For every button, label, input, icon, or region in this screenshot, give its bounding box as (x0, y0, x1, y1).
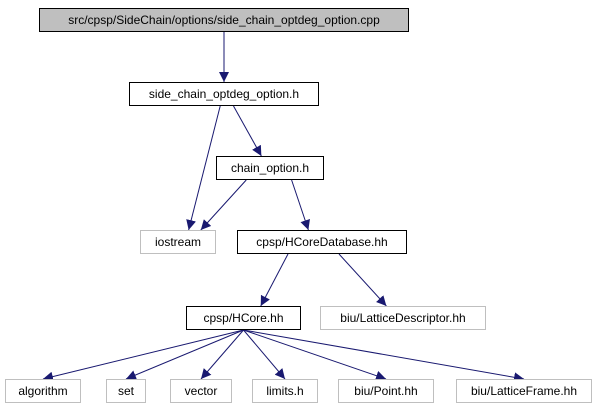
node-lattice-frame-hh: biu/LatticeFrame.hh (456, 379, 592, 403)
node-root: src/cpsp/SideChain/options/side_chain_op… (39, 8, 409, 32)
edge-hcore-hh-to-point-hh (243, 329, 387, 381)
node-lattice-descriptor-hh: biu/LatticeDescriptor.hh (320, 306, 486, 330)
edge-chain-option-h-to-hcore-database-hh (291, 179, 310, 231)
edge-side-chain-optdeg-option-h-to-chain-option-h (233, 105, 262, 157)
edge-hcore-hh-to-limits-h (243, 329, 286, 380)
node-algorithm: algorithm (5, 379, 81, 403)
node-vector: vector (170, 379, 232, 403)
edge-hcore-hh-to-vector (200, 329, 244, 380)
node-set: set (106, 379, 146, 403)
node-iostream: iostream (140, 230, 216, 254)
edge-hcore-database-hh-to-hcore-hh (260, 253, 289, 307)
edge-hcore-hh-to-lattice-frame-hh (243, 329, 525, 383)
node-chain-option-h[interactable]: chain_option.h (216, 156, 324, 180)
edge-hcore-hh-to-algorithm (42, 329, 244, 382)
edge-hcore-database-hh-to-lattice-descriptor-hh (338, 253, 387, 307)
edge-side-chain-optdeg-option-h-to-iostream (186, 105, 221, 231)
edge-chain-option-h-to-iostream (200, 179, 247, 231)
edge-hcore-hh-to-set (125, 329, 244, 380)
node-side-chain-optdeg-option-h[interactable]: side_chain_optdeg_option.h (129, 82, 319, 106)
node-point-hh: biu/Point.hh (338, 379, 434, 403)
node-limits-h: limits.h (252, 379, 318, 403)
node-hcore-hh[interactable]: cpsp/HCore.hh (186, 306, 301, 330)
node-hcore-database-hh[interactable]: cpsp/HCoreDatabase.hh (237, 230, 407, 254)
